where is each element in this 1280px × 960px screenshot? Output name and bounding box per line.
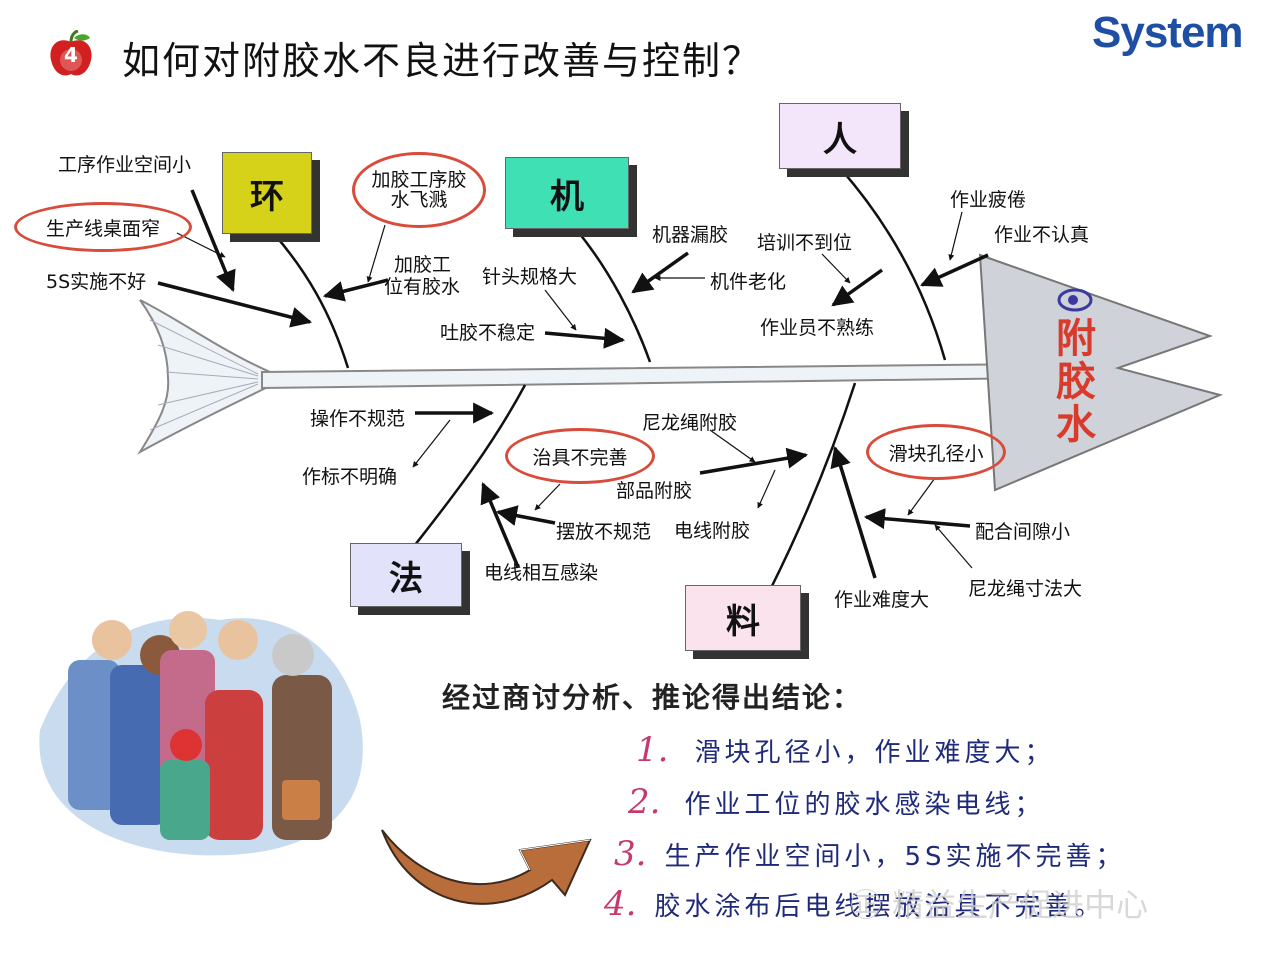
people-illustration [39, 611, 363, 856]
highlight-circle-splash: 加胶工序胶水飞溅 [352, 152, 486, 228]
cause-label: 生产线桌面窄 [45, 217, 160, 240]
cause-label: 滑块孔径小 [888, 442, 984, 465]
fish-tail [137, 299, 271, 455]
category-people-box: 人 [779, 103, 901, 169]
cause-label: 工序作业空间小 [58, 154, 192, 176]
conclusion-title: 经过商讨分析、推论得出结论： [442, 681, 863, 714]
swoosh-arrow [381, 829, 592, 905]
fish-spine [261, 362, 1041, 390]
cause-label: 电线附胶 [674, 520, 751, 542]
conclusion-number: 3. [614, 834, 647, 874]
conclusion-text: 胶水涂布后电线摆放治具不完善。 [654, 891, 1105, 922]
cause-label: 作业不认真 [994, 224, 1090, 246]
conclusion-item: 2. 作业工位的胶水感染电线； [628, 782, 1044, 822]
apple-number-icon: 4 [46, 29, 96, 80]
cause-label-line1: 加胶工 [394, 254, 452, 276]
cause-label: 加胶工 位有胶水 [384, 254, 460, 298]
conclusion-item: 4. 胶水涂布后电线摆放治具不完善。 [604, 884, 1104, 924]
watermark: ㊣ 精益生产促进中心 [850, 886, 1149, 924]
brand-logo: System [1092, 8, 1244, 57]
cause-label: 5S实施不好 [46, 271, 147, 293]
cause-label: 加胶工序胶水飞溅 [371, 169, 467, 211]
cause-label: 配合间隙小 [975, 521, 1071, 543]
conclusion-number: 1. [636, 730, 669, 770]
cause-label: 操作不规范 [310, 408, 406, 430]
problem-label: 附胶水 [1056, 316, 1096, 448]
highlight-circle-slider: 滑块孔径小 [866, 424, 1006, 480]
cause-label: 作业难度大 [834, 589, 930, 611]
cause-label: 作业员不熟练 [760, 317, 875, 339]
cause-label: 作标不明确 [302, 466, 398, 488]
cause-label: 部品附胶 [616, 480, 693, 502]
cause-label: 作业疲倦 [950, 189, 1027, 211]
conclusion-text: 生产作业空间小，5S实施不完善； [664, 841, 1126, 872]
cause-label: 机器漏胶 [652, 224, 729, 246]
cause-label: 摆放不规范 [556, 521, 652, 543]
conclusion-number: 2. [628, 782, 661, 822]
cause-label: 尼龙绳附胶 [642, 412, 738, 434]
cause-label: 治具不完善 [532, 446, 628, 469]
cause-label-line2: 位有胶水 [384, 276, 461, 298]
highlight-circle-fixture: 治具不完善 [505, 428, 655, 484]
cause-label: 针头规格大 [482, 266, 578, 288]
conclusion-item: 3. 生产作业空间小，5S实施不完善； [614, 834, 1126, 874]
highlight-circle-desk: 生产线桌面窄 [14, 202, 192, 252]
category-method-box: 法 [350, 543, 462, 607]
cause-label: 尼龙绳寸法大 [968, 578, 1083, 600]
cause-label: 吐胶不稳定 [440, 322, 536, 344]
page-title: 如何对附胶水不良进行改善与控制？ [122, 39, 763, 83]
category-env-box: 环 [222, 152, 312, 234]
conclusion-item: 1. 滑块孔径小，作业难度大； [636, 730, 1054, 770]
category-material-box: 料 [685, 585, 801, 651]
conclusion-number: 4. [604, 884, 637, 924]
conclusion-text: 作业工位的胶水感染电线； [684, 789, 1045, 820]
category-machine-box: 机 [505, 157, 629, 229]
cause-label: 电线相互感染 [484, 562, 599, 584]
conclusion-text: 滑块孔径小，作业难度大； [694, 737, 1055, 768]
badge-number: 4 [64, 43, 78, 67]
cause-label: 培训不到位 [757, 232, 853, 254]
cause-label: 机件老化 [710, 271, 787, 293]
